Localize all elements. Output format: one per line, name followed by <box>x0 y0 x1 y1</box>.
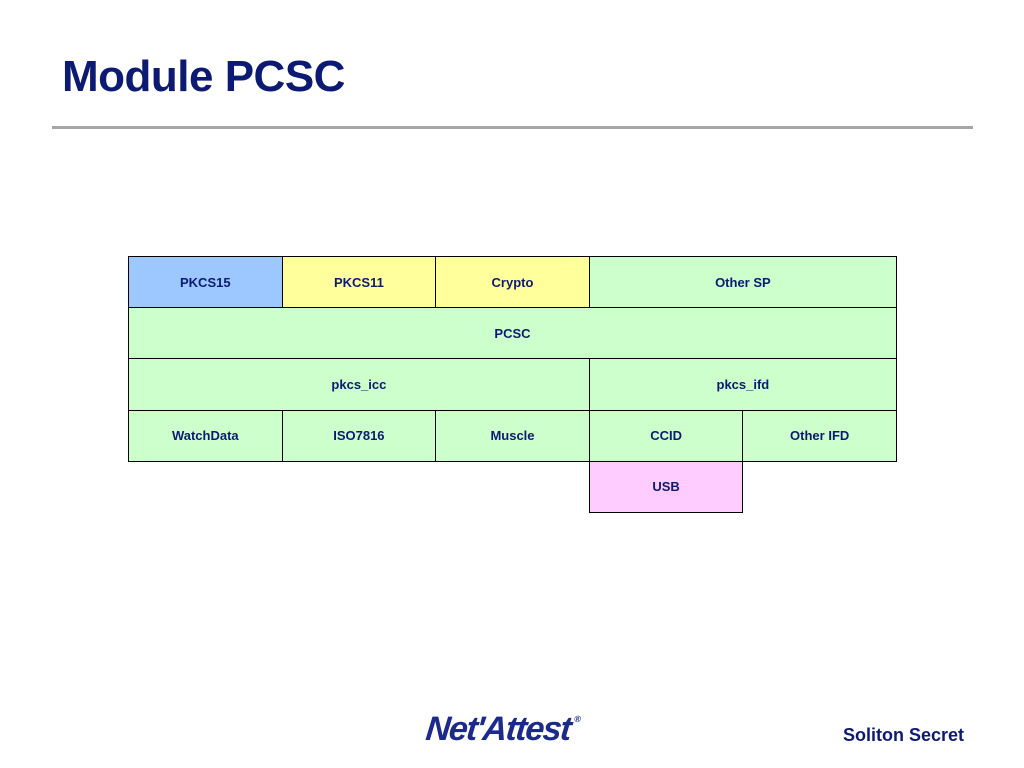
block-muscle: Muscle <box>435 409 590 462</box>
title-divider <box>52 126 973 129</box>
slide-title: Module PCSC <box>62 52 345 101</box>
block-pkcs-icc: pkcs_icc <box>128 358 590 411</box>
block-pkcs15: PKCS15 <box>128 256 283 309</box>
module-stack-diagram: PKCS15 PKCS11 Crypto Other SP PCSC pkcs_… <box>128 256 897 513</box>
block-crypto: Crypto <box>435 256 590 309</box>
block-iso7816: ISO7816 <box>281 409 437 462</box>
block-pkcs-ifd: pkcs_ifd <box>588 358 897 411</box>
block-other-ifd: Other IFD <box>742 409 897 462</box>
block-pkcs11: PKCS11 <box>281 256 437 309</box>
block-pcsc: PCSC <box>128 307 897 360</box>
logo-text: Net'Attest <box>424 710 573 748</box>
block-ccid: CCID <box>588 409 744 462</box>
block-watchdata: WatchData <box>128 409 283 462</box>
registered-mark: ® <box>573 714 580 724</box>
confidentiality-footer: Soliton Secret <box>842 725 964 745</box>
block-usb: USB <box>588 460 744 513</box>
block-other-sp: Other SP <box>588 256 897 309</box>
netattest-logo: Net'Attest® <box>424 710 580 749</box>
